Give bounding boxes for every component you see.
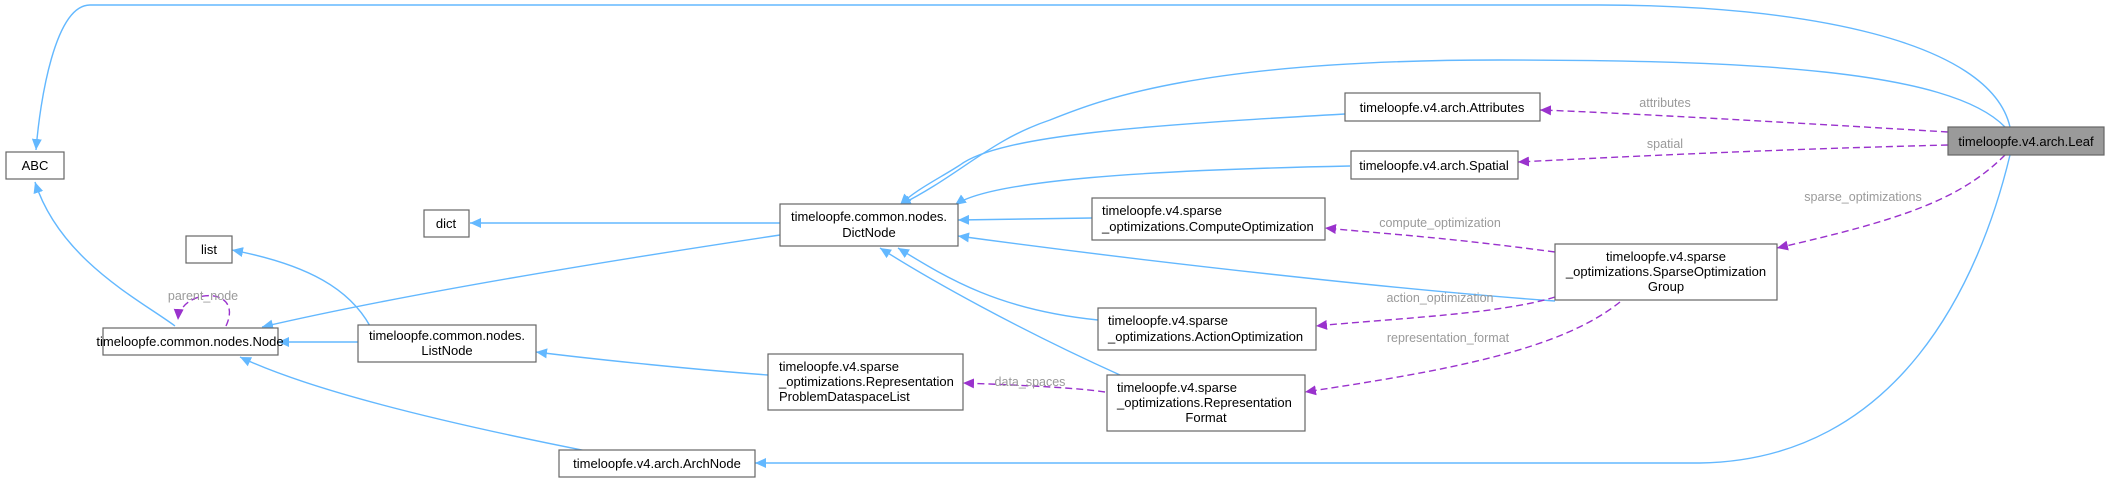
- node-representation-dataspace-list[interactable]: timeloopfe.v4.sparse _optimizations.Repr…: [767, 353, 964, 411]
- edge-computeopt-to-dictnode: [957, 214, 1093, 225]
- node-dictnode[interactable]: timeloopfe.common.nodes. DictNode: [779, 203, 959, 247]
- edge-leaf-sparsegroup: [1776, 154, 2006, 251]
- edge-sparsegroup-to-dictnode: [957, 232, 1556, 302]
- node-spatial[interactable]: timeloopfe.v4.arch.Spatial: [1350, 150, 1519, 180]
- node-label-line: timeloopfe.common.nodes.Node: [96, 334, 283, 349]
- label-data-spaces: data_spaces: [995, 375, 1066, 389]
- node-attributes[interactable]: timeloopfe.v4.arch.Attributes: [1344, 92, 1541, 122]
- edge-leaf-spatial: [1517, 144, 1949, 167]
- node-label-line: _optimizations.SparseOptimization: [1565, 264, 1766, 279]
- label-action-optimization: action_optimization: [1386, 291, 1493, 305]
- node-label-line: timeloopfe.v4.sparse: [1102, 203, 1222, 218]
- node-label-line: timeloopfe.v4.sparse: [1108, 313, 1228, 328]
- node-label-line: _optimizations.Representation: [1116, 395, 1292, 410]
- node-label-line: timeloopfe.v4.arch.Spatial: [1359, 158, 1509, 173]
- node-label-line: Group: [1648, 279, 1684, 294]
- label-representation-format: representation_format: [1387, 331, 1510, 345]
- label-parent-node: parent_node: [168, 289, 238, 303]
- edge-leaf-to-abc: [31, 4, 2011, 151]
- inheritance-edges: [31, 4, 2011, 468]
- node-label-line: _optimizations.Representation: [778, 374, 954, 389]
- node-action-optimization[interactable]: timeloopfe.v4.sparse _optimizations.Acti…: [1097, 307, 1317, 351]
- member-edges: [173, 105, 2006, 396]
- node-leaf[interactable]: timeloopfe.v4.arch.Leaf: [1947, 126, 2105, 156]
- edge-sparsegroup-computeopt: [1324, 224, 1556, 253]
- node-label-line: ListNode: [421, 343, 472, 358]
- node-listnode[interactable]: timeloopfe.common.nodes. ListNode: [357, 324, 537, 363]
- node-label-line: Format: [1185, 410, 1227, 425]
- edge-leaf-to-archnode: [755, 154, 2011, 468]
- node-label-line: timeloopfe.v4.sparse: [1117, 380, 1237, 395]
- edge-leaf-to-dictnode: [899, 59, 2006, 206]
- edge-replist-to-listnode: [535, 348, 769, 376]
- edge-parent-node-self: [173, 294, 230, 327]
- node-label-line: timeloopfe.common.nodes.: [369, 328, 525, 343]
- edge-repformat-replist: [962, 378, 1106, 393]
- edge-node-to-abc: [33, 181, 176, 327]
- label-attributes: attributes: [1639, 96, 1690, 110]
- node-label-line: timeloopfe.v4.arch.ArchNode: [573, 456, 741, 471]
- node-label-line: ABC: [22, 158, 49, 173]
- node-representation-format[interactable]: timeloopfe.v4.sparse _optimizations.Repr…: [1106, 374, 1306, 432]
- edge-dictnode-to-node: [261, 234, 781, 330]
- label-compute-optimization: compute_optimization: [1379, 216, 1501, 230]
- node-label-line: dict: [436, 216, 457, 231]
- edge-labels: parent_node attributes spatial sparse_op…: [168, 96, 1922, 389]
- node-common-nodes-node[interactable]: timeloopfe.common.nodes.Node: [96, 327, 284, 356]
- edge-attributes-to-dictnode: [899, 113, 1346, 206]
- node-label-line: timeloopfe.v4.arch.Attributes: [1360, 100, 1525, 115]
- node-label-line: DictNode: [842, 225, 895, 240]
- node-label-line: ProblemDataspaceList: [779, 389, 910, 404]
- node-label-line: _optimizations.ComputeOptimization: [1101, 219, 1314, 234]
- node-label-line: list: [201, 242, 217, 257]
- node-label-line: timeloopfe.v4.sparse: [1606, 249, 1726, 264]
- node-label-line: timeloopfe.v4.arch.Leaf: [1958, 134, 2094, 149]
- edge-archnode-to-node: [239, 356, 593, 453]
- node-label-line: timeloopfe.common.nodes.: [791, 209, 947, 224]
- edge-spatial-to-dictnode: [954, 165, 1351, 206]
- label-sparse-optimizations: sparse_optimizations: [1804, 190, 1921, 204]
- edge-actionopt-to-dictnode: [897, 247, 1099, 321]
- edge-sparsegroup-actionopt: [1315, 296, 1556, 330]
- edge-sparsegroup-repformat: [1304, 301, 1621, 396]
- node-list[interactable]: list: [185, 235, 233, 264]
- edge-repformat-to-dictnode: [879, 247, 1121, 376]
- node-archnode[interactable]: timeloopfe.v4.arch.ArchNode: [558, 449, 756, 478]
- edge-listnode-to-list: [231, 247, 371, 327]
- node-sparse-optimization-group[interactable]: timeloopfe.v4.sparse _optimizations.Spar…: [1554, 243, 1778, 301]
- node-abc[interactable]: ABC: [5, 151, 65, 180]
- node-compute-optimization[interactable]: timeloopfe.v4.sparse _optimizations.Comp…: [1091, 197, 1326, 241]
- node-label-line: _optimizations.ActionOptimization: [1107, 329, 1303, 344]
- label-spatial: spatial: [1647, 137, 1683, 151]
- edge-leaf-attributes: [1539, 105, 1949, 133]
- node-dict[interactable]: dict: [423, 209, 470, 238]
- node-label-line: timeloopfe.v4.sparse: [779, 359, 899, 374]
